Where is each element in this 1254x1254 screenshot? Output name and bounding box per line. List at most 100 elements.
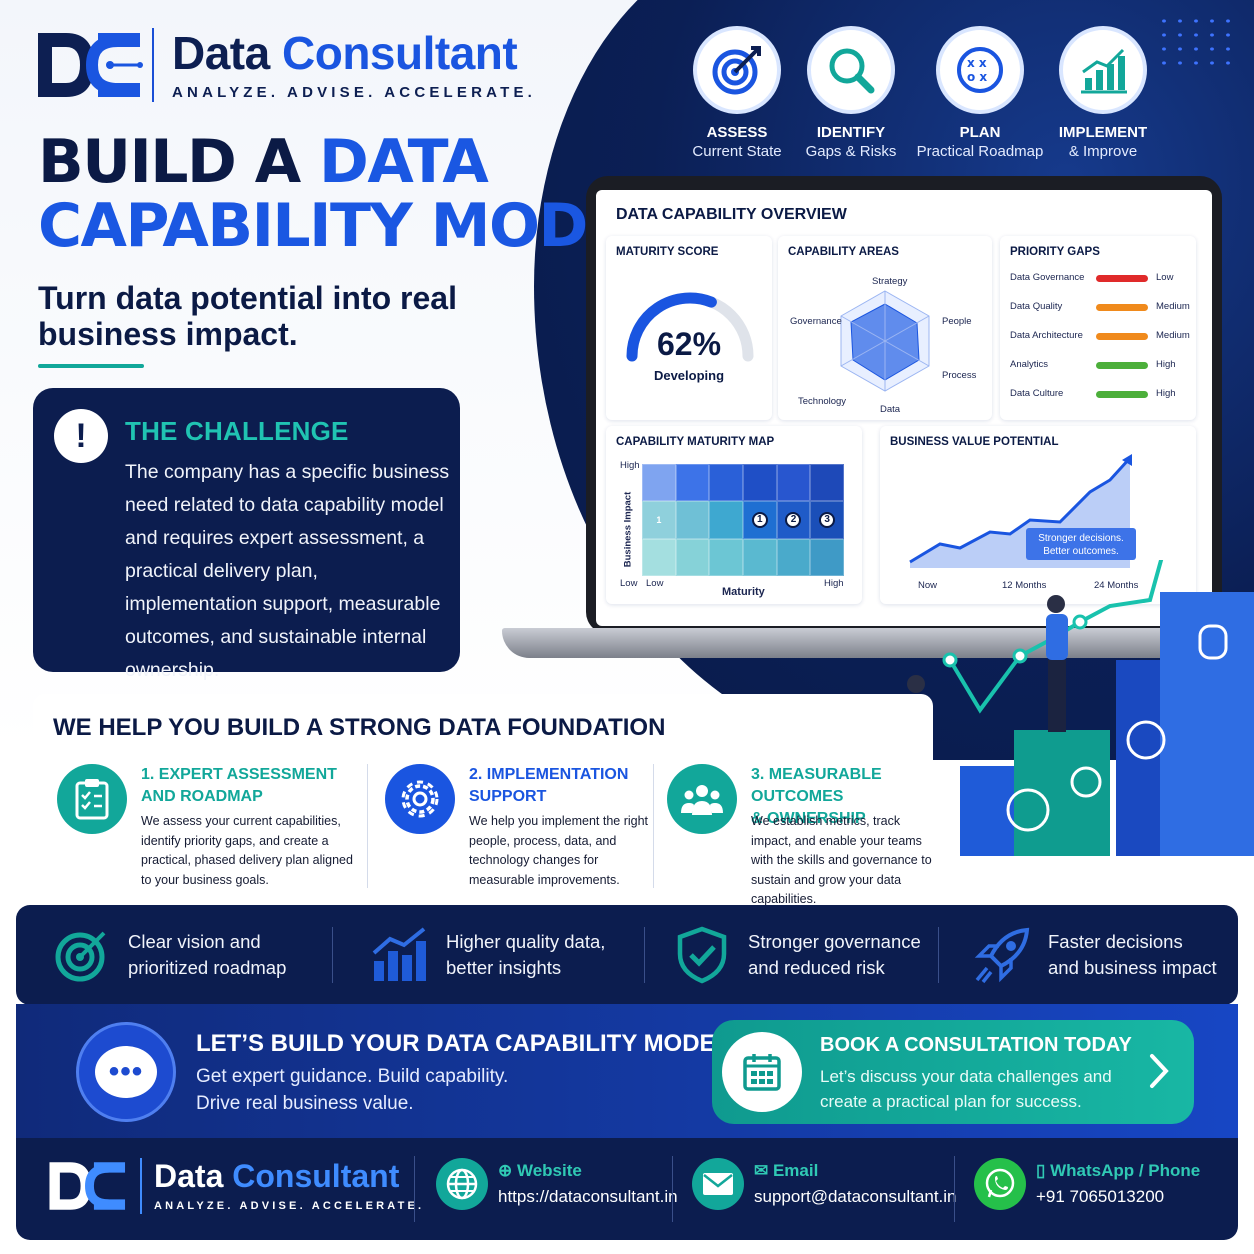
heatmap-cell: 2 xyxy=(776,501,811,539)
svg-text:x x: x x xyxy=(967,56,987,70)
accent-underline xyxy=(38,364,144,368)
heatmap-cell: 3 xyxy=(810,501,844,539)
challenge-body: The company has a specific business need… xyxy=(125,461,450,681)
cta-line-2: Drive real business value. xyxy=(196,1093,414,1114)
brand-name: Data Consultant xyxy=(172,26,518,79)
globe-icon xyxy=(436,1158,488,1210)
step-assess[interactable]: ASSESS Current State xyxy=(672,26,802,160)
gap-name: Data Quality xyxy=(1010,301,1063,312)
footer-divider xyxy=(672,1156,673,1222)
dashboard-screen: DATA CAPABILITY OVERVIEW MATURITY SCORE … xyxy=(596,190,1212,626)
gap-level: High xyxy=(1156,359,1176,370)
gap-level: Low xyxy=(1156,272,1174,283)
heatmap-cell: 1 xyxy=(743,501,777,539)
cta-line-1: Get expert guidance. Build capability. xyxy=(196,1066,509,1087)
heatmap-marker: 2 xyxy=(785,511,802,528)
heatmap-cell xyxy=(776,464,811,502)
gear-icon xyxy=(385,764,455,834)
staircase-illustration xyxy=(906,560,1254,856)
footer-divider xyxy=(414,1156,415,1222)
page-subtitle: Turn data potential into real business i… xyxy=(38,280,457,352)
radar-chart xyxy=(840,290,930,392)
chat-icon: ••• xyxy=(76,1022,176,1122)
magnifier-icon xyxy=(807,26,895,114)
contact-website[interactable]: ⊕ Website https://dataconsultant.in xyxy=(436,1158,678,1210)
heatmap-marker: 1 xyxy=(751,511,768,528)
heatmap-marker: 3 xyxy=(819,511,836,528)
gap-level: Medium xyxy=(1156,301,1190,312)
shield-icon xyxy=(1006,788,1050,832)
capability-areas-panel: CAPABILITY AREAS Strategy People Process… xyxy=(778,236,992,420)
heatmap-cell xyxy=(709,538,743,576)
gap-name: Data Culture xyxy=(1010,388,1064,399)
brand-logo[interactable]: Data Consultant ANALYZE. ADVISE. ACCELER… xyxy=(36,28,536,102)
value-potential-panel: BUSINESS VALUE POTENTIAL Stronger decisi… xyxy=(880,426,1196,604)
benefit-divider xyxy=(332,927,333,983)
pillar-divider xyxy=(367,764,368,888)
maturity-gauge xyxy=(626,292,754,362)
heatmap-cell xyxy=(810,464,844,502)
heatmap-cell xyxy=(675,464,710,502)
gap-bar xyxy=(1096,275,1148,282)
challenge-title: THE CHALLENGE xyxy=(125,416,349,446)
email-link[interactable]: support@dataconsultant.in xyxy=(754,1187,957,1206)
heatmap-marker: 1 xyxy=(656,514,662,525)
team-icon xyxy=(667,764,737,834)
target-icon xyxy=(50,923,114,987)
book-consultation-button[interactable]: BOOK A CONSULTATION TODAY Let’s discuss … xyxy=(712,1020,1194,1124)
phone-link[interactable]: +91 7065013200 xyxy=(1036,1187,1165,1206)
gap-level: High xyxy=(1156,388,1176,399)
gap-bar xyxy=(1096,304,1148,311)
bar-chart-icon xyxy=(368,923,432,987)
maturity-value: 62% xyxy=(656,326,722,362)
footer-divider xyxy=(954,1156,955,1222)
benefit-quality: Higher quality data,better insights xyxy=(368,905,605,1005)
pillar-divider xyxy=(653,764,654,888)
rocket-icon xyxy=(970,923,1034,987)
heatmap-cell xyxy=(776,538,811,576)
step-identify[interactable]: IDENTIFY Gaps & Risks xyxy=(786,26,916,160)
gap-bar xyxy=(1096,333,1148,340)
heatmap-cell: 1 xyxy=(642,501,676,539)
book-button-title: BOOK A CONSULTATION TODAY xyxy=(820,1034,1132,1056)
mail-small-icon: ✉ xyxy=(754,1161,773,1180)
logo-divider xyxy=(152,28,154,102)
footer-logo[interactable]: Data Consultant ANALYZE. ADVISE. ACCELER… xyxy=(48,1158,424,1214)
shield-check-icon xyxy=(670,923,734,987)
exclamation-icon: ! xyxy=(54,409,108,463)
book-button-desc: Let’s discuss your data challenges and c… xyxy=(820,1067,1112,1111)
heatmap-cell xyxy=(709,501,743,539)
maturity-gauge-fill xyxy=(626,292,717,362)
value-callout: Stronger decisions. Better outcomes. xyxy=(1026,528,1136,560)
page-title: BUILD A DATA CAPABILITY MODEL xyxy=(38,127,664,261)
heatmap-cell xyxy=(743,538,777,576)
maturity-map-panel: CAPABILITY MATURITY MAP High Business Im… xyxy=(606,426,862,604)
cta-title: LET’S BUILD YOUR DATA CAPABILITY MODEL xyxy=(196,1030,731,1057)
calendar-icon xyxy=(722,1032,802,1112)
target-icon xyxy=(693,26,781,114)
gap-name: Data Architecture xyxy=(1010,330,1083,341)
footer: Data Consultant ANALYZE. ADVISE. ACCELER… xyxy=(16,1138,1238,1240)
chevron-right-icon xyxy=(1148,1052,1170,1099)
maturity-status: Developing xyxy=(653,368,725,383)
growth-chart-icon xyxy=(1059,26,1147,114)
heatmap-cell xyxy=(642,538,676,576)
gap-bar xyxy=(1096,362,1148,369)
clipboard-checklist-icon xyxy=(57,764,127,834)
logo-mark-icon xyxy=(36,31,144,99)
step-implement[interactable]: IMPLEMENT & Improve xyxy=(1038,26,1168,160)
contact-email[interactable]: ✉ Email support@dataconsultant.in xyxy=(692,1158,957,1210)
challenge-card: ! THE CHALLENGE The company has a specif… xyxy=(33,388,460,681)
heatmap-cell xyxy=(675,538,710,576)
mail-icon xyxy=(692,1158,744,1210)
gap-name: Data Governance xyxy=(1010,272,1085,283)
gap-bar xyxy=(1096,391,1148,398)
contact-phone[interactable]: ▯ WhatsApp / Phone +91 7065013200 xyxy=(974,1158,1200,1210)
website-link[interactable]: https://dataconsultant.in xyxy=(498,1187,678,1206)
phone-small-icon: ▯ xyxy=(1036,1161,1051,1180)
